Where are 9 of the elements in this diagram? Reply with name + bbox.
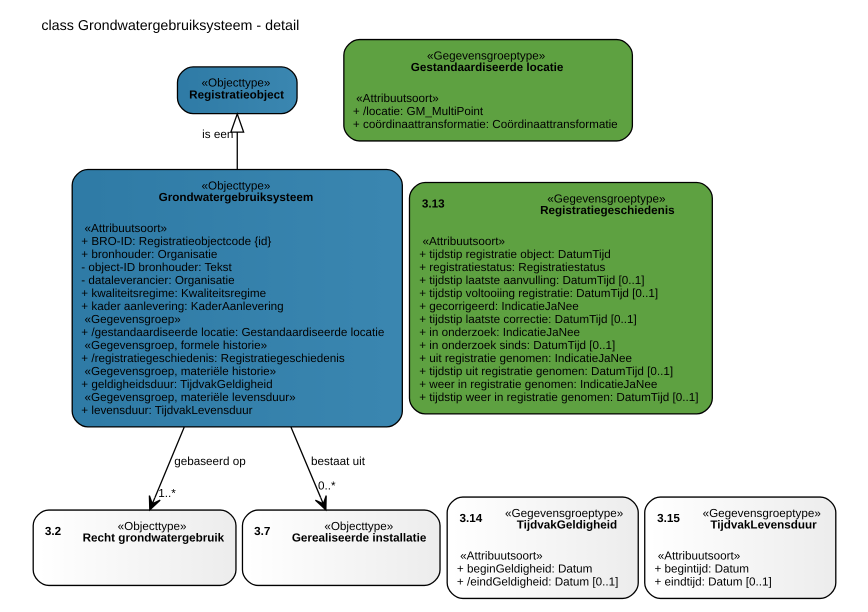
- label: 1..*: [158, 486, 176, 500]
- arrow: [290, 426, 326, 511]
- edge-label: gebaseerd op: [174, 454, 246, 468]
- arrow: [148, 426, 184, 511]
- edge-label: is een: [202, 128, 233, 141]
- edge-label: bestaat uit: [310, 454, 364, 468]
- label: 0..*: [317, 479, 335, 492]
- arrow: [229, 112, 244, 170]
- diagram-title: class Grondwatergebruiksysteem - detail: [40, 18, 299, 34]
